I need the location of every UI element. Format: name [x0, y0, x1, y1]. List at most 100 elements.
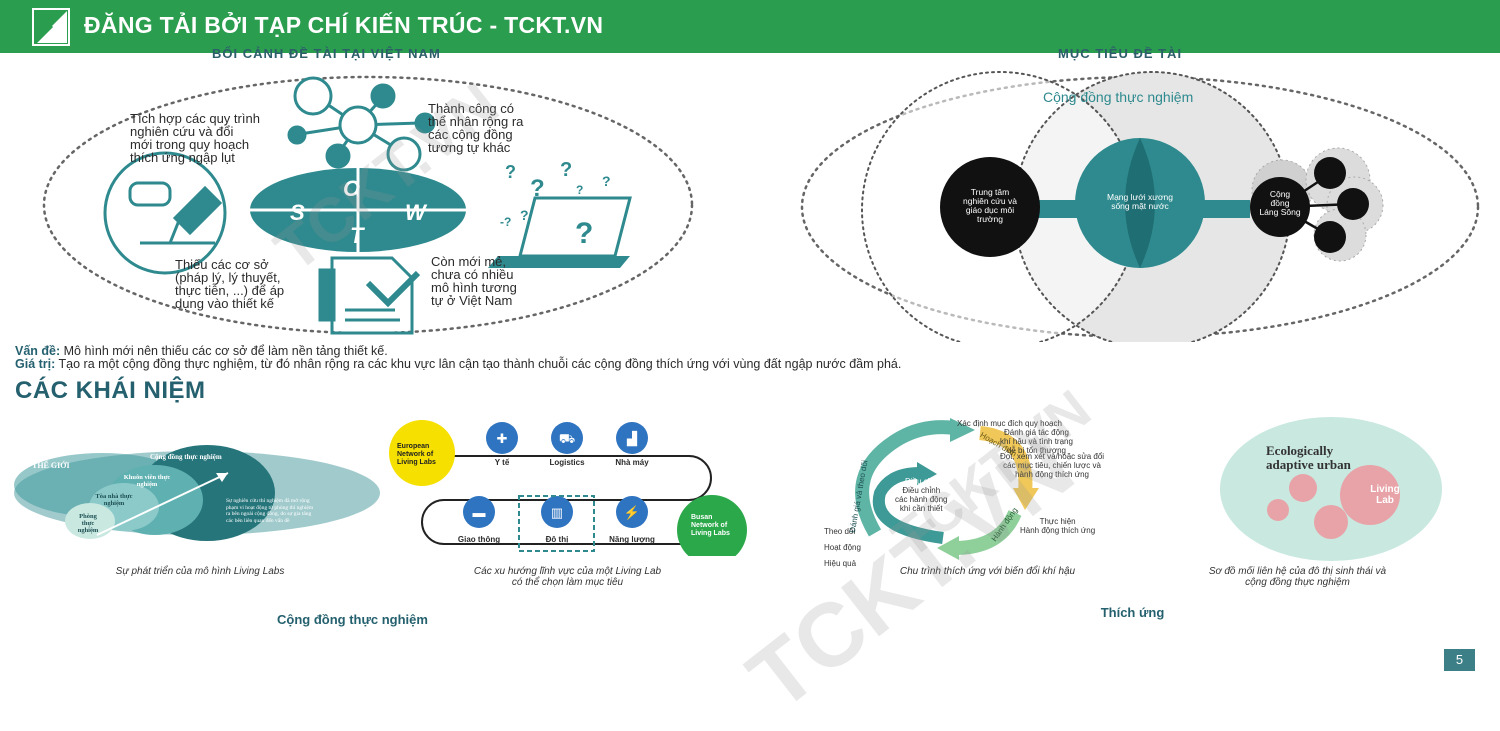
- label-line: Phòng: [79, 513, 97, 520]
- label-line: thực: [81, 520, 95, 527]
- label-line: European: [397, 443, 430, 450]
- svg-text:?: ?: [520, 207, 529, 223]
- label-line: trường: [977, 214, 1003, 224]
- value-line: Giá trị: Tạo ra một cộng đồng thực nghiệ…: [15, 357, 901, 371]
- svg-text:-?: -?: [500, 215, 511, 229]
- research-center-label: Trung tâm nghiên cứu và giáo dục môi trư…: [940, 188, 1040, 224]
- swot-t-letter: T: [350, 223, 364, 248]
- eco-living-lab-label: Living Lab: [1350, 484, 1420, 506]
- eco-title-line: adaptive urban: [1266, 457, 1351, 472]
- label-line: sống mặt nước: [1111, 201, 1169, 211]
- eco-caption: Sơ đồ mối liên hệ của đô thị sinh thái v…: [1165, 566, 1430, 588]
- label-line: các hành động: [895, 495, 948, 504]
- value-label: Giá trị:: [15, 357, 56, 371]
- cycle-label-review: Đọt, xem xét và/hoặc sửa đổi các mục tiê…: [1000, 452, 1104, 479]
- node-logistics: Logistics: [549, 458, 585, 467]
- label-line: Tòa nhà thực: [95, 493, 133, 500]
- node-energy: Năng lượng: [609, 535, 655, 544]
- label-line: đồng: [1270, 198, 1290, 208]
- living-labs-caption: Sự phát triển của mô hình Living Labs: [115, 566, 285, 577]
- context-heading: BỐI CẢNH ĐỀ TÀI TẠI VIỆT NAM: [212, 46, 441, 61]
- label-line: Lab: [1376, 495, 1394, 506]
- trends-caption: Các xu hướng lĩnh vực của một Living Lab…: [420, 566, 715, 588]
- caption-line: Các xu hướng lĩnh vực của một Living Lab: [473, 566, 662, 577]
- svg-text:?: ?: [575, 217, 593, 250]
- strength-text: Tích hợp các quy trình nghiên cứu và đổi…: [130, 112, 290, 164]
- svg-text:?: ?: [505, 162, 516, 182]
- world-label: THẾ GIỚI: [32, 461, 70, 470]
- label-line: Điều chỉnh: [902, 486, 941, 495]
- label-line: Thực hiện: [1039, 517, 1076, 526]
- label-line: Theo dõi: [824, 527, 856, 536]
- label-line: Láng Sông: [1259, 207, 1301, 217]
- label-line: Living Labs: [691, 530, 730, 537]
- label-line: nghiệm: [77, 527, 99, 534]
- page-number: 5: [1444, 649, 1475, 671]
- living-lab-trends-diagram: ✚ ⛟ ▟ ▬ ▥ ⚡: [389, 420, 747, 556]
- weakness-line: chưa có nhiều: [431, 267, 514, 282]
- node-health: Y tế: [494, 458, 510, 467]
- community-subheading: Cộng đồng thực nghiệm: [277, 612, 428, 627]
- eco-title: Ecologically adaptive urban: [1266, 444, 1351, 472]
- strength-line: thích ứng ngập lụt: [130, 150, 235, 165]
- label-line: khí hậu và tình trạng: [1000, 437, 1073, 446]
- objective-title: Cộng đồng thực nghiệm: [1043, 89, 1194, 105]
- city-icon: ▥: [551, 505, 563, 520]
- european-network-label: European Network of Living Labs: [397, 443, 436, 467]
- swot-w-letter: W: [405, 200, 426, 225]
- health-icon: ✚: [497, 431, 508, 446]
- label-line: nghiệm: [136, 481, 158, 488]
- publisher-banner: ĐĂNG TẢI BỞI TẠP CHÍ KIẾN TRÚC - TCKT.VN: [0, 0, 1500, 53]
- label-line: Busan: [691, 514, 713, 521]
- desc-line: phạm vi hoạt động từ phòng thí nghiệm: [226, 504, 314, 511]
- concepts-heading: CÁC KHÁI NIỆM: [15, 377, 206, 404]
- campus-ring-label: Khuôn viên thực nghiệm: [107, 474, 187, 488]
- label-line: các mục tiêu, chiến lược và: [1003, 461, 1101, 470]
- label-line: Mạng lưới xương: [1107, 192, 1173, 202]
- busan-network-label: Busan Network of Living Labs: [691, 514, 730, 538]
- node-city: Đô thị: [545, 535, 569, 544]
- objective-diagram: [800, 71, 1480, 342]
- label-line: hành động thích ứng: [1015, 470, 1089, 479]
- publisher-logo-icon: [32, 8, 70, 46]
- opportunity-line: thể nhân rộng ra: [428, 114, 524, 129]
- label-line: Hiệu quả: [824, 559, 857, 568]
- svg-text:?: ?: [560, 159, 572, 181]
- label-line: Living Labs: [397, 459, 436, 466]
- label-line: Hoạt động: [824, 543, 861, 552]
- desc-line: các bên liên quan đến vấn đề: [226, 517, 290, 524]
- strength-line: mới trong quy hoạch: [130, 137, 250, 152]
- eco-urban-diagram: [1220, 417, 1442, 561]
- label-line: Hành động thích ứng: [1020, 526, 1096, 535]
- living-labs-description: Sự nghiên cứu thí nghiệm đã mở rộng phạm…: [226, 498, 356, 524]
- threat-text: Thiếu các cơ sở (pháp lý, lý thuyết, thự…: [175, 258, 318, 310]
- microscope-icon: [103, 151, 227, 275]
- svg-text:?: ?: [530, 175, 545, 202]
- label-line: Đánh giá tác động: [1004, 428, 1069, 437]
- caption-line: Sơ đồ mối liên hệ của đô thị sinh thái v…: [1208, 566, 1387, 577]
- strength-line: Tích hợp các quy trình: [130, 111, 260, 126]
- factory-icon: ▟: [626, 430, 638, 447]
- legal-document-icon: [318, 256, 421, 335]
- swot-o-letter: O: [343, 176, 361, 201]
- weakness-line: mô hình tương: [431, 280, 517, 295]
- living-labs-development-diagram: [14, 445, 380, 541]
- label-line: Network of: [691, 522, 728, 529]
- label-line: Trung tâm: [970, 187, 1010, 197]
- problem-line: Vấn đề: Mô hình mới nên thiếu các cơ sở …: [15, 344, 388, 358]
- swot-diagram: ? ? ? ? ? -? ? ?: [42, 75, 694, 335]
- label-line: Cộng: [1269, 189, 1291, 199]
- transport-icon: ▬: [473, 505, 486, 520]
- cycle-label-assess: Đánh giá tác động khí hậu và tình trạng …: [1000, 428, 1073, 455]
- water-backbone-label: Mạng lưới xương sống mặt nước: [1090, 193, 1190, 211]
- label-line: giáo dục môi: [965, 205, 1015, 215]
- swot-center: [250, 168, 466, 252]
- opportunity-line: các cộng đồng: [428, 127, 513, 142]
- value-text: Tạo ra một cộng đồng thực nghiệm, từ đó …: [55, 357, 902, 371]
- logistics-icon: ⛟: [559, 431, 575, 446]
- strength-line: nghiên cứu và đổi: [130, 124, 234, 139]
- opportunity-line: tương tự khác: [428, 140, 511, 155]
- cycle-label-goal: Xác định mục đích quy hoạch: [957, 419, 1062, 428]
- threat-line: thực tiễn, ...) để áp: [175, 283, 285, 298]
- threat-line: dụng vào thiết kế: [175, 296, 275, 311]
